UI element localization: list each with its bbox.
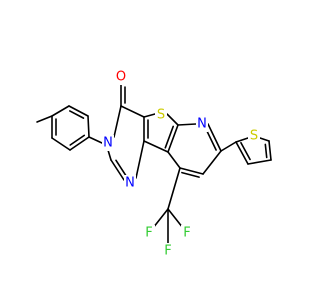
label-bg-f1 <box>143 225 155 241</box>
bond-N-CH-inner <box>115 159 127 177</box>
bond-CO-C <box>120 105 145 118</box>
label-bg-n-imine <box>124 175 136 191</box>
atom-label-nitrogen-pyridine: N <box>197 117 207 132</box>
bond-CH-N <box>107 149 112 161</box>
bond-tolyl-1 <box>51 105 70 117</box>
bond-tolyl-4-inner <box>69 134 86 146</box>
bond-methyl <box>36 115 53 123</box>
bond-C-CF3 <box>167 167 181 210</box>
bond-thienyl-S2 <box>259 137 270 142</box>
label-bg-f2 <box>181 225 193 241</box>
atom-label-oxygen: O <box>116 70 126 85</box>
bond-N-CO <box>113 105 122 138</box>
bond-thienyl-S <box>235 137 249 143</box>
bond-C-thienyl <box>220 141 237 152</box>
bond-C-Npyr <box>177 123 197 126</box>
bond-CF3-F2 <box>167 208 184 229</box>
atom-label-sulfur-core: S <box>157 108 165 123</box>
bond-layer <box>36 83 272 244</box>
atom-label-fluorine-1: F <box>145 226 152 241</box>
atom-label-nitrogen-imine: N <box>125 176 135 191</box>
bond-tolyl-3 <box>87 115 90 138</box>
molecule-svg: O N N N S S F F F <box>36 69 272 259</box>
bond-tolyl-2 <box>68 105 89 117</box>
bond-C-C-thio <box>167 124 179 153</box>
bond-thienyl-C5 <box>268 140 272 161</box>
label-bg-o <box>115 69 127 85</box>
bond-C-C-thio-inner <box>164 125 175 149</box>
atom-label-layer: O N N N S S F F F <box>102 69 260 259</box>
label-bg-f3 <box>162 243 174 259</box>
bond-C-S <box>143 113 156 118</box>
bond-C-Nimine <box>135 140 145 179</box>
atom-label-fluorine-2: F <box>183 226 190 241</box>
bond-tolyl-2-inner <box>68 110 85 119</box>
bond-Npyr-C-inner <box>204 127 217 151</box>
bond-Npyr-C <box>207 123 222 152</box>
molecule-structure: O N N N S S F F F <box>36 69 272 259</box>
label-bg-s-core <box>155 107 167 123</box>
label-bg-n-pyridine <box>196 116 208 132</box>
atom-label-fluorine-3: F <box>164 244 171 259</box>
bond-C-CH <box>202 150 222 175</box>
bond-CH-C <box>179 167 204 175</box>
atom-label-sulfur-thiophene: S <box>250 129 258 144</box>
bond-aryl-N <box>88 136 103 144</box>
bond-thienyl-C5-inner <box>264 143 268 159</box>
bond-thienyl-C4 <box>247 159 272 165</box>
bond-thienyl-C3 <box>235 141 249 165</box>
bond-tolyl-5 <box>51 137 71 151</box>
label-bg-n-amide <box>102 135 114 151</box>
atom-label-nitrogen-amide: N <box>103 136 113 151</box>
bond-C-C-pyr <box>167 151 181 169</box>
label-bg-s-thiophene <box>248 128 260 144</box>
bond-C-C-fuse <box>143 140 169 153</box>
bond-CF3-F1 <box>152 208 169 229</box>
bond-tolyl-4 <box>69 136 90 151</box>
bond-S-C <box>166 113 179 126</box>
bond-N-CH <box>110 159 125 181</box>
bond-CH-C-inner <box>181 171 200 178</box>
bond-thienyl-C3-inner <box>240 141 251 161</box>
